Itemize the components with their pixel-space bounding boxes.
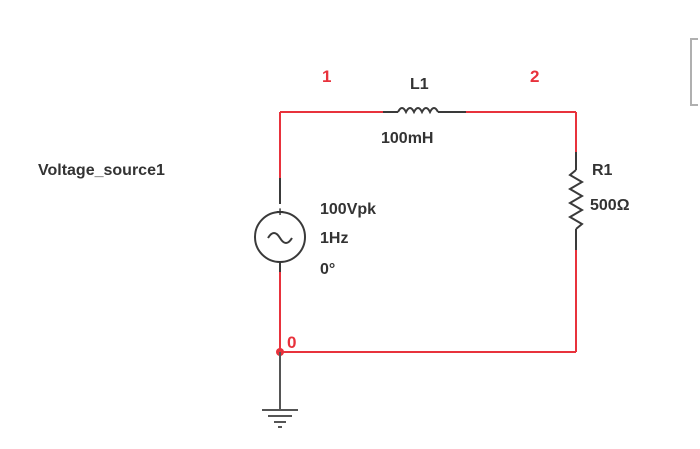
- resistor-r1[interactable]: [568, 152, 584, 250]
- ac-source-icon[interactable]: [254, 178, 306, 272]
- resistor-name: R1: [592, 162, 613, 179]
- net-label-0: 0: [287, 333, 296, 352]
- net-label-2: 2: [530, 67, 539, 86]
- source-plus-sign: +: [276, 204, 284, 219]
- resistor-value: 500Ω: [590, 197, 630, 214]
- source-minus-sign: −: [276, 254, 284, 269]
- inductor-name: L1: [410, 76, 429, 93]
- window-edge-fragment: [690, 38, 698, 106]
- source-amplitude: 100Vpk: [320, 201, 376, 218]
- source-frequency: 1Hz: [320, 230, 348, 247]
- source-phase: 0°: [320, 261, 335, 278]
- inductor-l1[interactable]: [383, 107, 466, 115]
- wires: [279, 111, 577, 353]
- net-label-1: 1: [322, 67, 331, 86]
- source-name: Voltage_source1: [38, 162, 165, 179]
- ground-icon[interactable]: [262, 352, 298, 428]
- inductor-value: 100mH: [381, 130, 433, 147]
